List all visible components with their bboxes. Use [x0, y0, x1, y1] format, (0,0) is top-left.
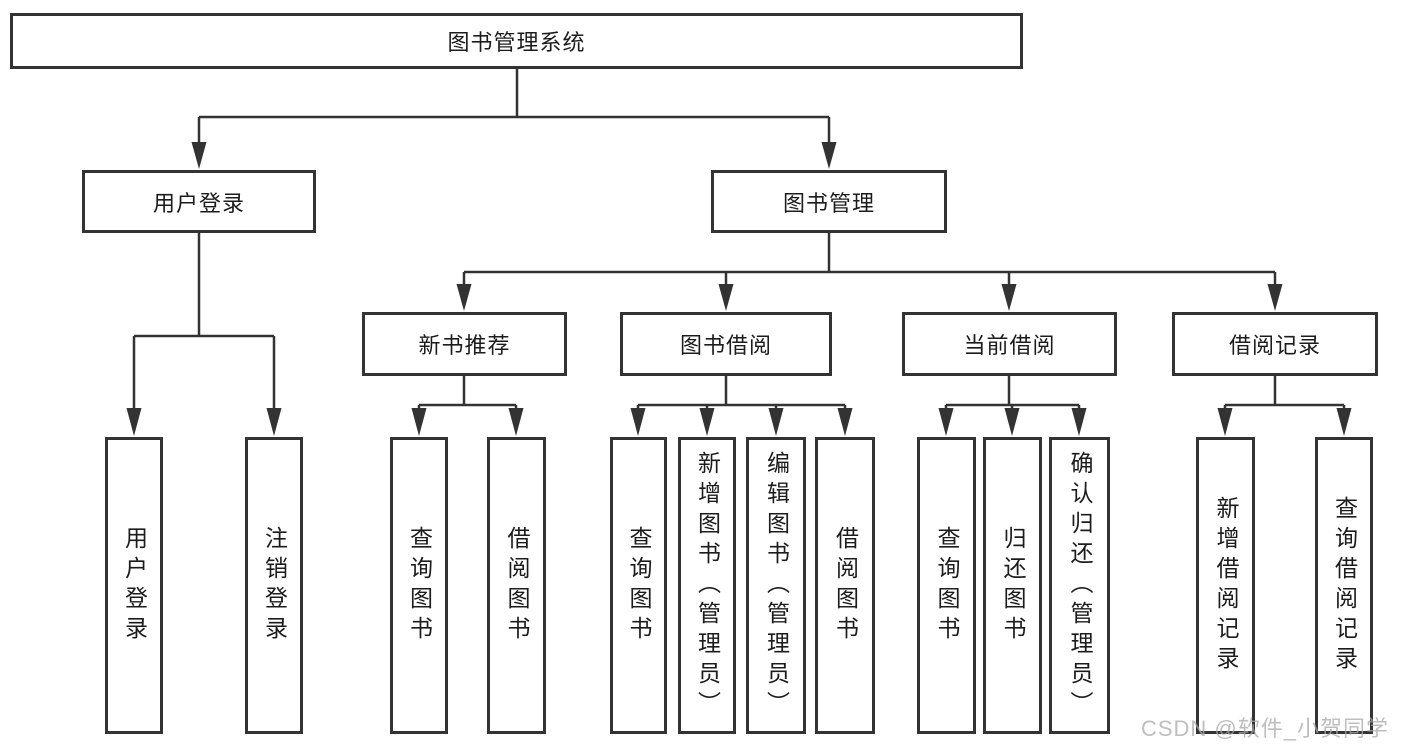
node-label: 借阅图书 — [504, 525, 530, 646]
node-label: 图书管理 — [782, 190, 875, 216]
node-label: 当前借阅 — [963, 333, 1056, 358]
leaf-logout: 注销登录 — [245, 437, 303, 734]
node-label: 图书管理系统 — [447, 30, 586, 55]
leaf-borrow-books-borrowing: 借阅图书 — [815, 437, 875, 734]
node-library-management-system: 图书管理系统 — [10, 13, 1023, 69]
leaf-borrow-books-recommend: 借阅图书 — [487, 437, 546, 734]
leaf-return-books: 归还图书 — [983, 437, 1042, 734]
leaf-confirm-return-admin: 确认归还（管理员） — [1049, 437, 1110, 734]
leaf-add-books-admin: 新增图书（管理员） — [678, 437, 736, 734]
node-label: 新增借阅记录 — [1213, 495, 1239, 676]
leaf-query-books-borrowing: 查询图书 — [610, 437, 667, 734]
node-user-login: 用户登录 — [82, 170, 316, 233]
node-label: 图书借阅 — [679, 333, 772, 358]
node-label: 用户登录 — [121, 525, 148, 646]
node-label: 归还图书 — [1000, 525, 1026, 646]
node-label: 确认归还（管理员） — [1067, 450, 1093, 721]
node-label: 查询图书 — [406, 525, 433, 646]
node-label: 编辑图书（管理员） — [763, 450, 790, 721]
leaf-query-borrow-record: 查询借阅记录 — [1315, 437, 1373, 734]
node-label: 新增图书（管理员） — [694, 450, 721, 721]
node-label: 查询图书 — [626, 525, 652, 646]
node-book-borrowing: 图书借阅 — [620, 312, 832, 376]
node-current-borrowing: 当前借阅 — [902, 312, 1117, 376]
node-new-book-recommendation: 新书推荐 — [362, 312, 567, 376]
node-label: 用户登录 — [152, 190, 245, 216]
leaf-query-books-recommend: 查询图书 — [390, 437, 448, 734]
leaf-edit-books-admin: 编辑图书（管理员） — [746, 437, 806, 734]
node-label: 新书推荐 — [418, 333, 511, 358]
node-label: 查询图书 — [934, 525, 960, 646]
leaf-user-login: 用户登录 — [105, 437, 163, 734]
csdn-watermark: CSDN @软件_小贺同学 — [1140, 716, 1389, 741]
node-book-management: 图书管理 — [711, 170, 947, 233]
node-borrowing-records: 借阅记录 — [1172, 312, 1378, 376]
node-label: 借阅记录 — [1228, 333, 1321, 358]
node-label: 注销登录 — [261, 525, 288, 646]
leaf-add-borrow-record: 新增借阅记录 — [1196, 437, 1255, 734]
node-label: 查询借阅记录 — [1331, 495, 1358, 676]
node-label: 借阅图书 — [832, 525, 859, 646]
leaf-query-books-current: 查询图书 — [917, 437, 976, 734]
